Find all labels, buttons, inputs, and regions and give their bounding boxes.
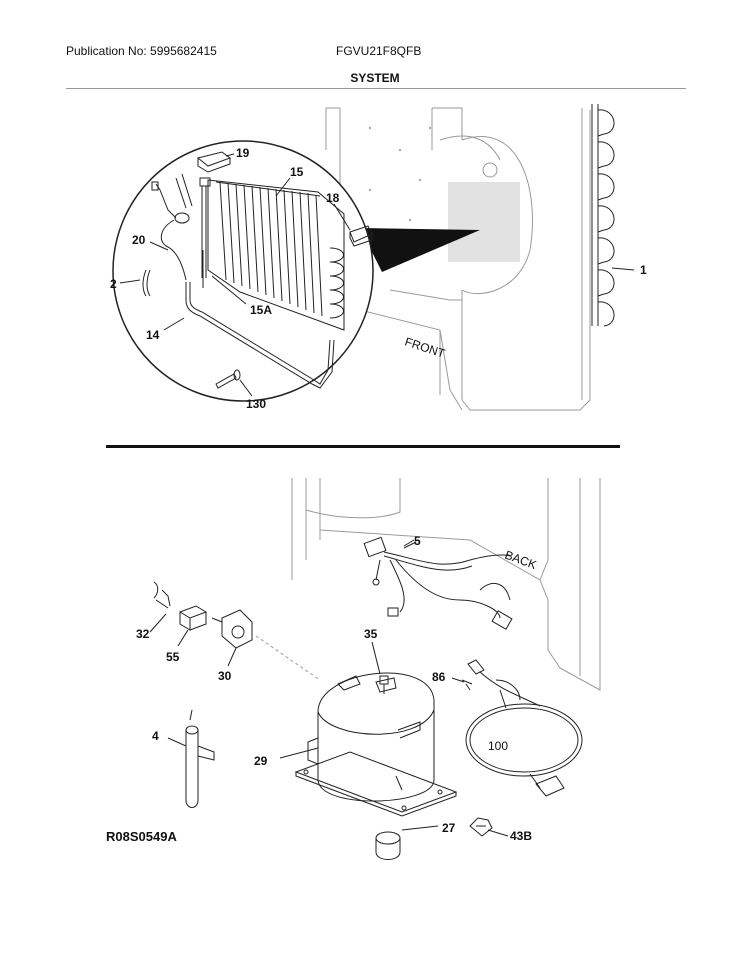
callout-18: 18 [326,191,340,205]
part-14-tube [185,282,335,389]
callout-43b: 43B [510,829,532,843]
condenser-coil [591,104,615,327]
callout-20: 20 [132,233,146,247]
callout-35: 35 [364,627,378,641]
evaporator [199,177,345,331]
diagram-code: R08S0549A [106,829,177,844]
callout-4: 4 [152,729,159,743]
section-divider [106,445,620,448]
part-5-harness [363,536,513,630]
detail-pointer [360,228,480,272]
back-label: BACK [503,548,539,572]
part-18-cover [349,225,373,247]
callout-15a: 15A [250,303,272,317]
part-29-compressor [294,672,458,817]
model-number: FGVU21F8QFB [336,44,422,58]
cabinet-top-illustration [325,104,615,411]
callout-1: 1 [640,263,647,277]
part-35-stud [379,675,389,694]
callout-86: 86 [432,670,446,684]
part-30-overload [211,609,253,649]
header-rule [66,88,686,89]
part-55-relay [178,605,208,631]
cabinet-bottom-illustration [291,478,601,691]
callout-32: 32 [136,627,150,641]
callout-100: 100 [488,739,508,753]
callout-29: 29 [254,754,268,768]
part-100-power-cord [465,659,583,797]
evaporator-detail-circle [112,140,635,402]
callout-130: 130 [246,397,266,411]
callout-30: 30 [218,669,232,683]
callout-14: 14 [146,328,160,342]
part-20-sensor [151,173,193,281]
section-title: SYSTEM [350,71,400,85]
part-32-wire [153,581,171,609]
publication-number: Publication No: 5995682415 [66,44,217,58]
part-86-screw [461,679,473,691]
callout-27: 27 [442,821,456,835]
callout-15: 15 [290,165,304,179]
part-43b-clip [469,817,493,837]
callout-5: 5 [414,534,421,548]
part-4-drier [185,709,215,808]
callout-2: 2 [110,277,117,291]
part-130-screw [215,369,241,389]
callout-55: 55 [166,650,180,664]
callout-19: 19 [236,146,250,160]
front-label: FRONT [403,335,447,361]
part-2-clip [142,269,151,297]
part-19-cover [196,151,232,173]
part-27-grommet [375,831,401,860]
